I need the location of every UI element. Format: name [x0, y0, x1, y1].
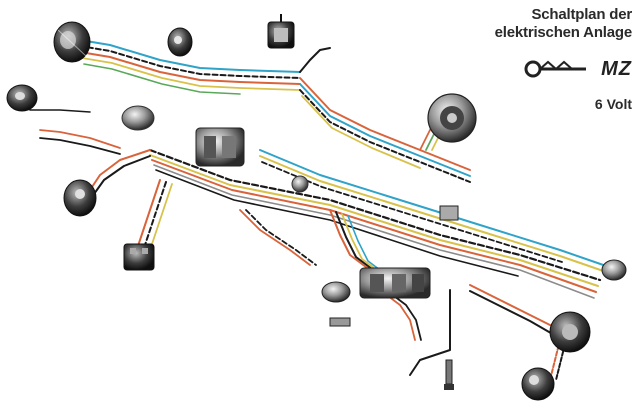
title-line-2: elektrischen Anlage — [494, 24, 633, 41]
battery-icon — [123, 243, 155, 271]
ignition-switch-icon — [267, 14, 295, 49]
small-parts — [291, 175, 459, 327]
regulator-icon — [195, 127, 245, 167]
main-bundle — [148, 148, 602, 299]
brand-logo: MZ — [522, 58, 632, 80]
brand-emblem-icon — [524, 60, 586, 78]
headlamp-bundle — [79, 39, 301, 95]
tail-lamp-icon — [601, 259, 627, 281]
generator-icon — [549, 311, 591, 353]
horn-icon — [321, 281, 351, 303]
left-leads — [29, 109, 121, 155]
headlamp-icon — [53, 21, 91, 63]
spark-plug-icon — [444, 359, 454, 390]
voltage-label: 6 Volt — [594, 96, 632, 112]
generator-icon — [427, 93, 477, 143]
brand-name: MZ — [601, 58, 632, 80]
brake-switch-icon — [121, 105, 155, 131]
title-block: Schaltplan der elektrischen Anlage — [494, 6, 633, 42]
wire-harness — [29, 39, 613, 381]
generator-bundle — [409, 284, 567, 381]
upper-right-bundle — [299, 47, 471, 183]
ignition-coil-icon — [359, 267, 431, 299]
speedometer-icon — [521, 367, 555, 401]
horn-icon — [63, 179, 97, 217]
turn-signal-icon — [6, 84, 38, 112]
title-line-1: Schaltplan der — [531, 6, 632, 23]
speedometer-icon — [167, 27, 193, 57]
